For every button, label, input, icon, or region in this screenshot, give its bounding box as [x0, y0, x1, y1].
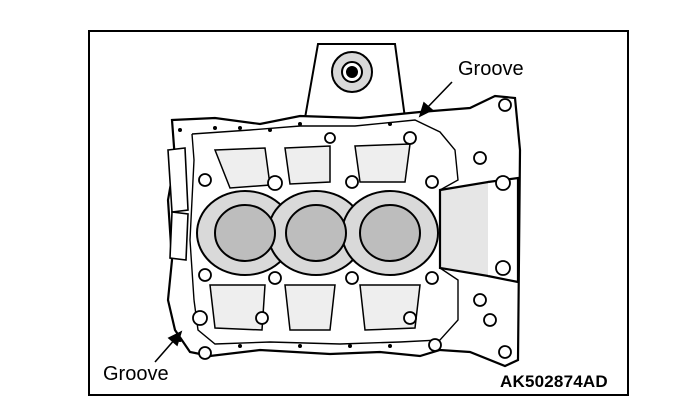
bolt-holes	[192, 98, 512, 360]
lower-ribs	[209, 284, 421, 331]
figure-code: AK502874AD	[500, 372, 608, 391]
groove-label-bottom: Groove	[103, 363, 169, 385]
groove-label-top: Groove	[458, 58, 524, 80]
gasket-groove-line	[189, 119, 459, 345]
left-bracket	[167, 147, 189, 261]
upper-ribs	[213, 143, 411, 189]
cylinder-bores	[196, 190, 439, 276]
perimeter-dots	[178, 122, 392, 348]
groove-arrows	[154, 81, 453, 363]
top-mount-boss	[303, 43, 407, 119]
